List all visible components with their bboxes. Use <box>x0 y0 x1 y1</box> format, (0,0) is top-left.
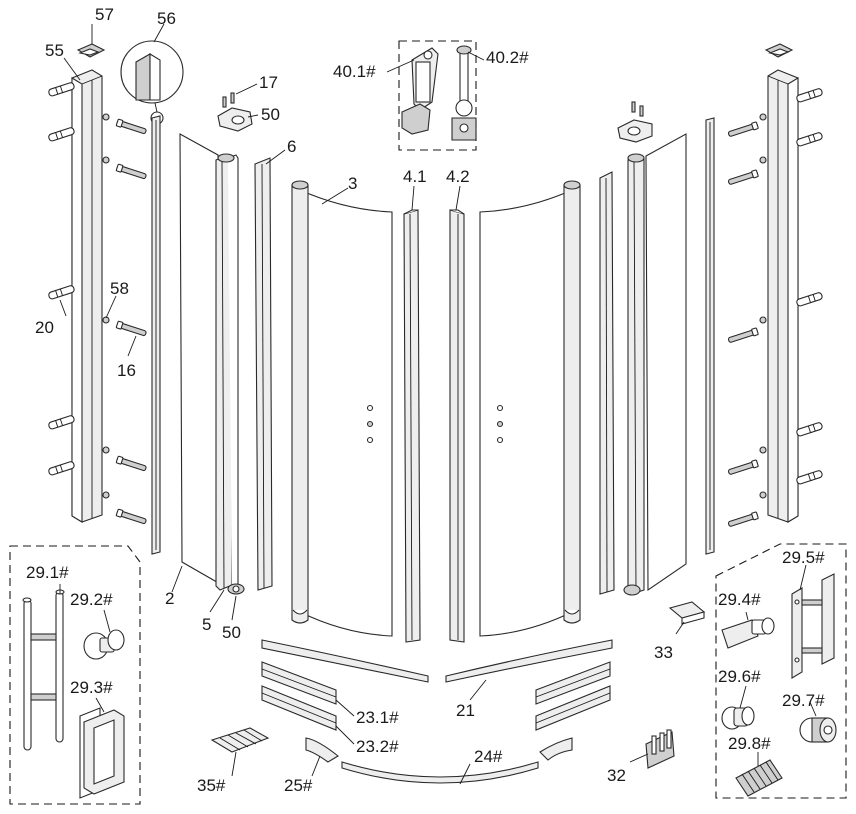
bottom-curved-track-left <box>261 639 429 683</box>
label-29-6: 29.6# <box>718 667 761 686</box>
ribbed-knob-handle <box>735 759 783 797</box>
corner-guide-right <box>539 737 573 761</box>
right-seal-strip <box>705 117 715 555</box>
label-5: 5 <box>202 615 211 634</box>
label-35: 35# <box>197 776 226 795</box>
square-pull-handle <box>79 707 125 799</box>
label-16: 16 <box>117 361 136 380</box>
label-17: 17 <box>259 73 278 92</box>
right-top-bracket <box>617 101 653 143</box>
part-labels: 57 56 55 17 50 40.1# 40.2# 6 3 4.1 4.2 5… <box>26 5 825 795</box>
handle-options-box-right <box>715 543 847 799</box>
right-screws <box>727 121 759 527</box>
label-50-bottom: 50 <box>222 623 241 642</box>
right-magnetic-seal <box>599 171 615 595</box>
label-20: 20 <box>35 318 54 337</box>
left-wall-plugs <box>48 82 75 476</box>
label-29-8: 29.8# <box>728 734 771 753</box>
left-bottom-roller <box>227 583 245 595</box>
label-23-1: 23.1# <box>356 708 399 727</box>
label-4-1: 4.1 <box>403 167 427 186</box>
left-cap-part <box>76 43 106 58</box>
end-cap <box>668 601 706 625</box>
label-58: 58 <box>110 279 129 298</box>
towel-bar-handle <box>22 589 65 751</box>
spacer-pads <box>210 727 270 753</box>
label-29-4: 29.4# <box>718 590 761 609</box>
right-cap-part <box>764 43 794 58</box>
label-29-5: 29.5# <box>782 548 825 567</box>
label-55: 55 <box>45 41 64 60</box>
mounting-clip <box>645 729 675 769</box>
left-curved-sliding-door <box>291 180 393 637</box>
label-3: 3 <box>348 174 357 193</box>
label-29-3: 29.3# <box>70 678 113 697</box>
knob-handle <box>83 629 125 660</box>
label-29-2: 29.2# <box>70 590 113 609</box>
label-4-2: 4.2 <box>446 167 470 186</box>
label-33: 33 <box>654 643 673 662</box>
label-23-2: 23.2# <box>356 737 399 756</box>
round-knob-handle <box>721 706 755 730</box>
door-handle-profile-right <box>449 209 465 643</box>
label-50-top: 50 <box>261 105 280 124</box>
cylinder-knob-handle <box>799 717 837 743</box>
bottom-seal-right-upper <box>535 661 611 705</box>
label-29-7: 29.7# <box>782 691 825 710</box>
left-seal-strip <box>151 115 161 555</box>
right-pivot-profile <box>623 153 645 596</box>
right-wall-profile <box>767 69 799 523</box>
bottom-curved-track-right <box>445 639 613 683</box>
label-21: 21 <box>456 701 475 720</box>
roller-detail-box <box>398 40 477 151</box>
label-24: 24# <box>474 747 503 766</box>
left-magnetic-seal <box>254 157 273 591</box>
door-handle-profile-left <box>403 209 421 643</box>
right-curved-sliding-door <box>479 180 581 637</box>
label-6: 6 <box>287 137 296 156</box>
leader-lines <box>59 23 817 785</box>
handle-options-box-left <box>9 545 141 805</box>
label-57: 57 <box>95 5 114 24</box>
bar-handle-pair <box>791 573 835 679</box>
left-top-bracket <box>217 92 253 132</box>
label-2: 2 <box>165 589 174 608</box>
label-32: 32 <box>607 766 626 785</box>
right-washers <box>759 113 767 499</box>
left-screws <box>115 118 147 525</box>
left-pivot-profile <box>215 153 239 591</box>
bottom-seal-left-lower <box>261 685 337 731</box>
bottom-seal-right-lower <box>535 685 611 731</box>
bottom-seal-left-upper <box>261 661 337 705</box>
label-29-1: 29.1# <box>26 563 69 582</box>
left-washers <box>102 113 110 499</box>
bottom-sweep-seal <box>341 761 539 784</box>
label-40-1: 40.1# <box>333 62 376 81</box>
flat-knob-handle <box>721 617 775 649</box>
corner-guide-left <box>305 737 339 763</box>
label-25: 25# <box>284 776 313 795</box>
label-56: 56 <box>157 9 176 28</box>
left-wall-profile <box>71 69 103 523</box>
detail-magnifier <box>120 40 184 125</box>
right-wall-plugs <box>796 88 823 485</box>
label-40-2: 40.2# <box>486 48 529 67</box>
right-fixed-glass-panel <box>645 133 687 592</box>
